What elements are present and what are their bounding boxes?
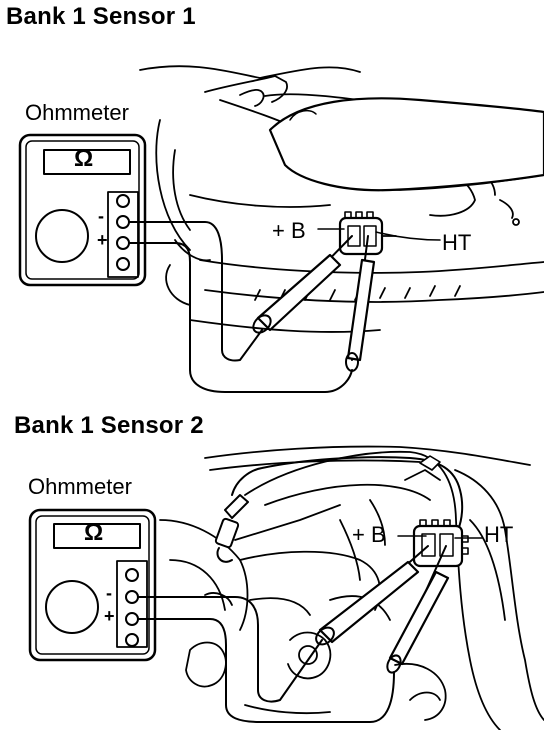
panel2-ohmmeter-label: Ohmmeter <box>28 474 132 499</box>
panel2-plus-sign: + <box>104 606 115 626</box>
panel1-oxygen-sensor <box>268 97 544 192</box>
panel1-connector <box>338 211 397 256</box>
panel2-terminal-ht-label: HT <box>484 522 514 547</box>
panel2-lead-minus <box>137 596 323 703</box>
panel1-minus-sign: - <box>98 206 104 226</box>
panel1-terminal-b-label: + B <box>272 218 306 243</box>
panel1-terminal-ht-label: HT <box>442 230 472 255</box>
panel2-ohm-symbol: Ω <box>84 519 104 546</box>
panel2-lead-plus <box>137 618 395 723</box>
panel1-lead-plus <box>128 242 353 393</box>
panel2-ohmmeter <box>28 508 157 662</box>
panel2-oxygen-sensor <box>214 455 464 563</box>
panel2-chassis-sketch <box>159 445 544 730</box>
panel1-plus-sign: + <box>97 230 108 250</box>
panel2-terminal-b-label: + B <box>352 522 386 547</box>
panel1-ohm-symbol: Ω <box>74 145 94 172</box>
panel1-ohmmeter <box>18 133 147 287</box>
panel2-probe-minus <box>315 545 429 646</box>
panel1-lead-minus <box>128 221 263 362</box>
panel1-ht-leader <box>375 231 441 241</box>
panel1-title: Bank 1 Sensor 1 <box>6 3 196 30</box>
panel1-probe-minus <box>252 235 353 334</box>
panel2-probe-plus <box>386 545 450 674</box>
panel1-probe-plus <box>345 235 376 372</box>
panel1-ohmmeter-label: Ohmmeter <box>25 100 129 125</box>
panel1-illustration <box>18 65 544 393</box>
panel2-minus-sign: - <box>106 583 112 603</box>
panel2-title: Bank 1 Sensor 2 <box>14 412 204 439</box>
